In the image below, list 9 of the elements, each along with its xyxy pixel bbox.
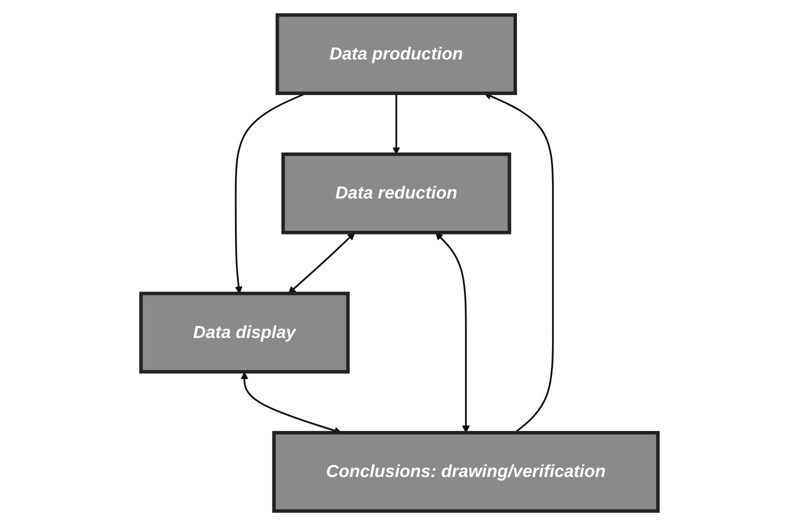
node-box: Data display [138,291,350,374]
node-box: Data production [275,12,517,95]
node-box: Data reduction [280,152,511,234]
arrow [434,232,470,433]
arrow [288,232,355,294]
arrow [484,92,554,433]
node-box: Conclusions: drawing/verification [272,430,660,512]
arrow [234,92,306,294]
arrow [392,92,400,154]
